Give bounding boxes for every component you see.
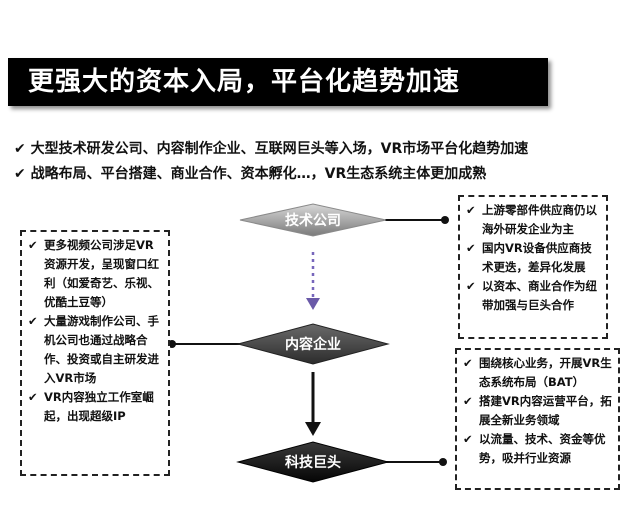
tech-detail-item: ✔ 上游零部件供应商仍以海外研发企业为主 (466, 201, 600, 239)
check-icon: ✔ (463, 394, 473, 408)
arrowhead (306, 298, 320, 310)
check-icon: ✔ (466, 241, 476, 255)
title-banner: 更强大的资本入局，平台化趋势加速 (8, 58, 548, 106)
check-icon: ✔ (463, 432, 473, 446)
content-detail-item: ✔ VR内容独立工作室崛起，出现超级IP (28, 388, 162, 426)
check-icon: ✔ (14, 166, 26, 182)
node-content-label: 内容企业 (285, 336, 341, 353)
check-icon: ✔ (28, 390, 38, 404)
check-icon: ✔ (466, 203, 476, 217)
node-content-shape (236, 323, 390, 365)
summary-bullet-1: ✔ 大型技术研发公司、内容制作企业、互联网巨头等入场，VR市场平台化趋势加速 (14, 138, 528, 158)
tech-detail-item: ✔ 国内VR设备供应商技术更迭，差异化发展 (466, 239, 600, 277)
giants-detail-item: ✔ 搭建VR内容运营平台，拓展全新业务领域 (463, 392, 612, 430)
content-detail-item: ✔ 更多视频公司涉足VR资源开发，呈现窗口红利（如爱奇艺、乐视、优酷土豆等） (28, 236, 162, 312)
connector-dot (441, 216, 449, 224)
giants-detail-item: ✔ 围绕核心业务，开展VR生态系统布局（BAT） (463, 354, 612, 392)
summary-bullet-2: ✔ 战略布局、平台搭建、商业合作、资本孵化…，VR生态系统主体更加成熟 (14, 163, 486, 183)
check-icon: ✔ (28, 238, 38, 252)
check-icon: ✔ (14, 141, 26, 157)
giants-detail-item: ✔ 以流量、技术、资金等优势，吸并行业资源 (463, 430, 612, 468)
node-tech-label: 技术公司 (285, 212, 341, 229)
page-title: 更强大的资本入局，平台化趋势加速 (28, 67, 461, 97)
node-tech-shape (239, 203, 387, 237)
check-icon: ✔ (463, 356, 473, 370)
check-icon: ✔ (466, 279, 476, 293)
arrowhead (305, 422, 321, 436)
node-giants-label: 科技巨头 (285, 454, 341, 471)
tech-detail-item: ✔ 以资本、商业合作为纽带加强与巨头合作 (466, 277, 600, 315)
node-giants-shape (236, 441, 390, 483)
connector-dot (439, 458, 447, 466)
summary-bullet-text: 战略布局、平台搭建、商业合作、资本孵化…，VR生态系统主体更加成熟 (30, 166, 487, 182)
tech-detail-box: ✔ 上游零部件供应商仍以海外研发企业为主 ✔ 国内VR设备供应商技术更迭，差异化… (458, 195, 608, 339)
check-icon: ✔ (28, 314, 38, 328)
connector-dot (168, 340, 176, 348)
giants-detail-box: ✔ 围绕核心业务，开展VR生态系统布局（BAT） ✔ 搭建VR内容运营平台，拓展… (455, 348, 620, 490)
summary-bullet-text: 大型技术研发公司、内容制作企业、互联网巨头等入场，VR市场平台化趋势加速 (30, 141, 529, 157)
content-detail-box: ✔ 更多视频公司涉足VR资源开发，呈现窗口红利（如爱奇艺、乐视、优酷土豆等） ✔… (20, 230, 170, 476)
content-detail-item: ✔ 大量游戏制作公司、手机公司也通过战略合作、投资或自主研发进入VR市场 (28, 312, 162, 388)
